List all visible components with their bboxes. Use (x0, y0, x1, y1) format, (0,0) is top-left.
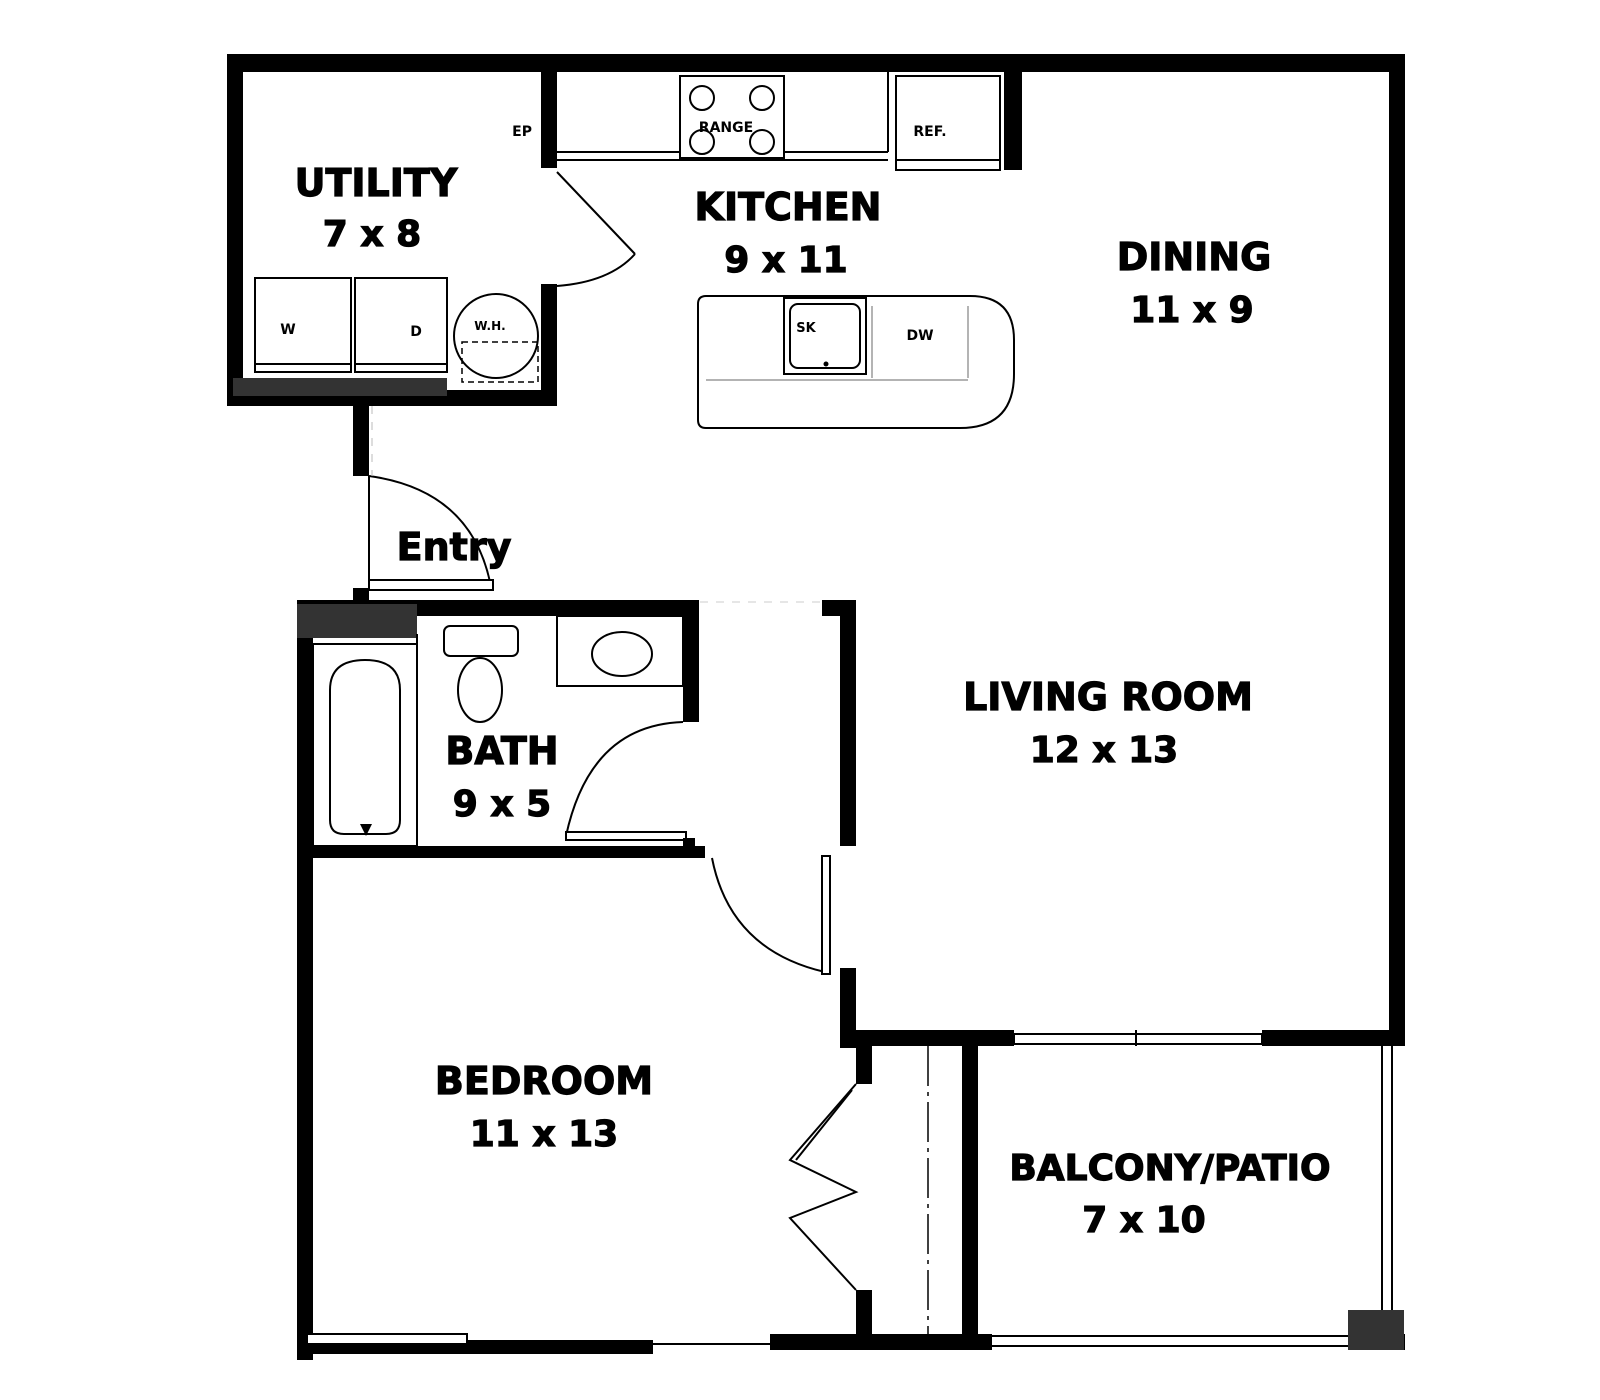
range-icon (679, 75, 785, 159)
utility-name: UTILITY (295, 161, 458, 205)
doors (368, 171, 929, 1334)
kitchen-name: KITCHEN (695, 185, 882, 229)
washer-label: W (280, 322, 295, 338)
dishwasher-label: DW (906, 328, 933, 344)
kitchen-size: 9 x 11 (724, 240, 847, 281)
bedroom-name: BEDROOM (435, 1059, 653, 1103)
bathtub-icon (312, 643, 418, 847)
windows (306, 1030, 1393, 1347)
dryer-icon (354, 277, 448, 373)
vanity-icon (556, 615, 684, 687)
room-labels: UTILITY 7 x 8 KITCHEN 9 x 11 DINING 11 x… (294, 160, 1331, 1241)
fixtures (254, 68, 1015, 847)
dining-name: DINING (1117, 235, 1272, 279)
bath-name: BATH (445, 729, 558, 773)
toilet-icon (443, 625, 519, 657)
living-room-size: 12 x 13 (1030, 730, 1178, 771)
utility-size: 7 x 8 (323, 214, 421, 255)
entry-name: Entry (397, 525, 512, 569)
bedroom-size: 11 x 13 (470, 1114, 618, 1155)
washer-icon (254, 277, 352, 373)
balcony-name: BALCONY/PATIO (1009, 1148, 1330, 1189)
water-heater-label: W.H. (474, 319, 505, 333)
dryer-label: D (410, 324, 422, 340)
water-heater-icon (453, 293, 539, 379)
sink-label: SK (796, 321, 816, 336)
ep-label: EP (512, 124, 532, 140)
refrigerator-icon (895, 75, 1001, 171)
range-label: RANGE (699, 120, 753, 136)
living-room-name: LIVING ROOM (963, 675, 1253, 719)
fixture-labels: EP RANGE REF. W D W.H. SK DW (280, 120, 946, 344)
dining-size: 11 x 9 (1130, 290, 1253, 331)
kitchen-island-icon (697, 295, 1015, 429)
sink-icon (783, 297, 867, 375)
bath-size: 9 x 5 (453, 784, 551, 825)
refrigerator-label: REF. (913, 124, 946, 140)
walls (227, 54, 1405, 1360)
balcony-size: 7 x 10 (1082, 1200, 1205, 1241)
